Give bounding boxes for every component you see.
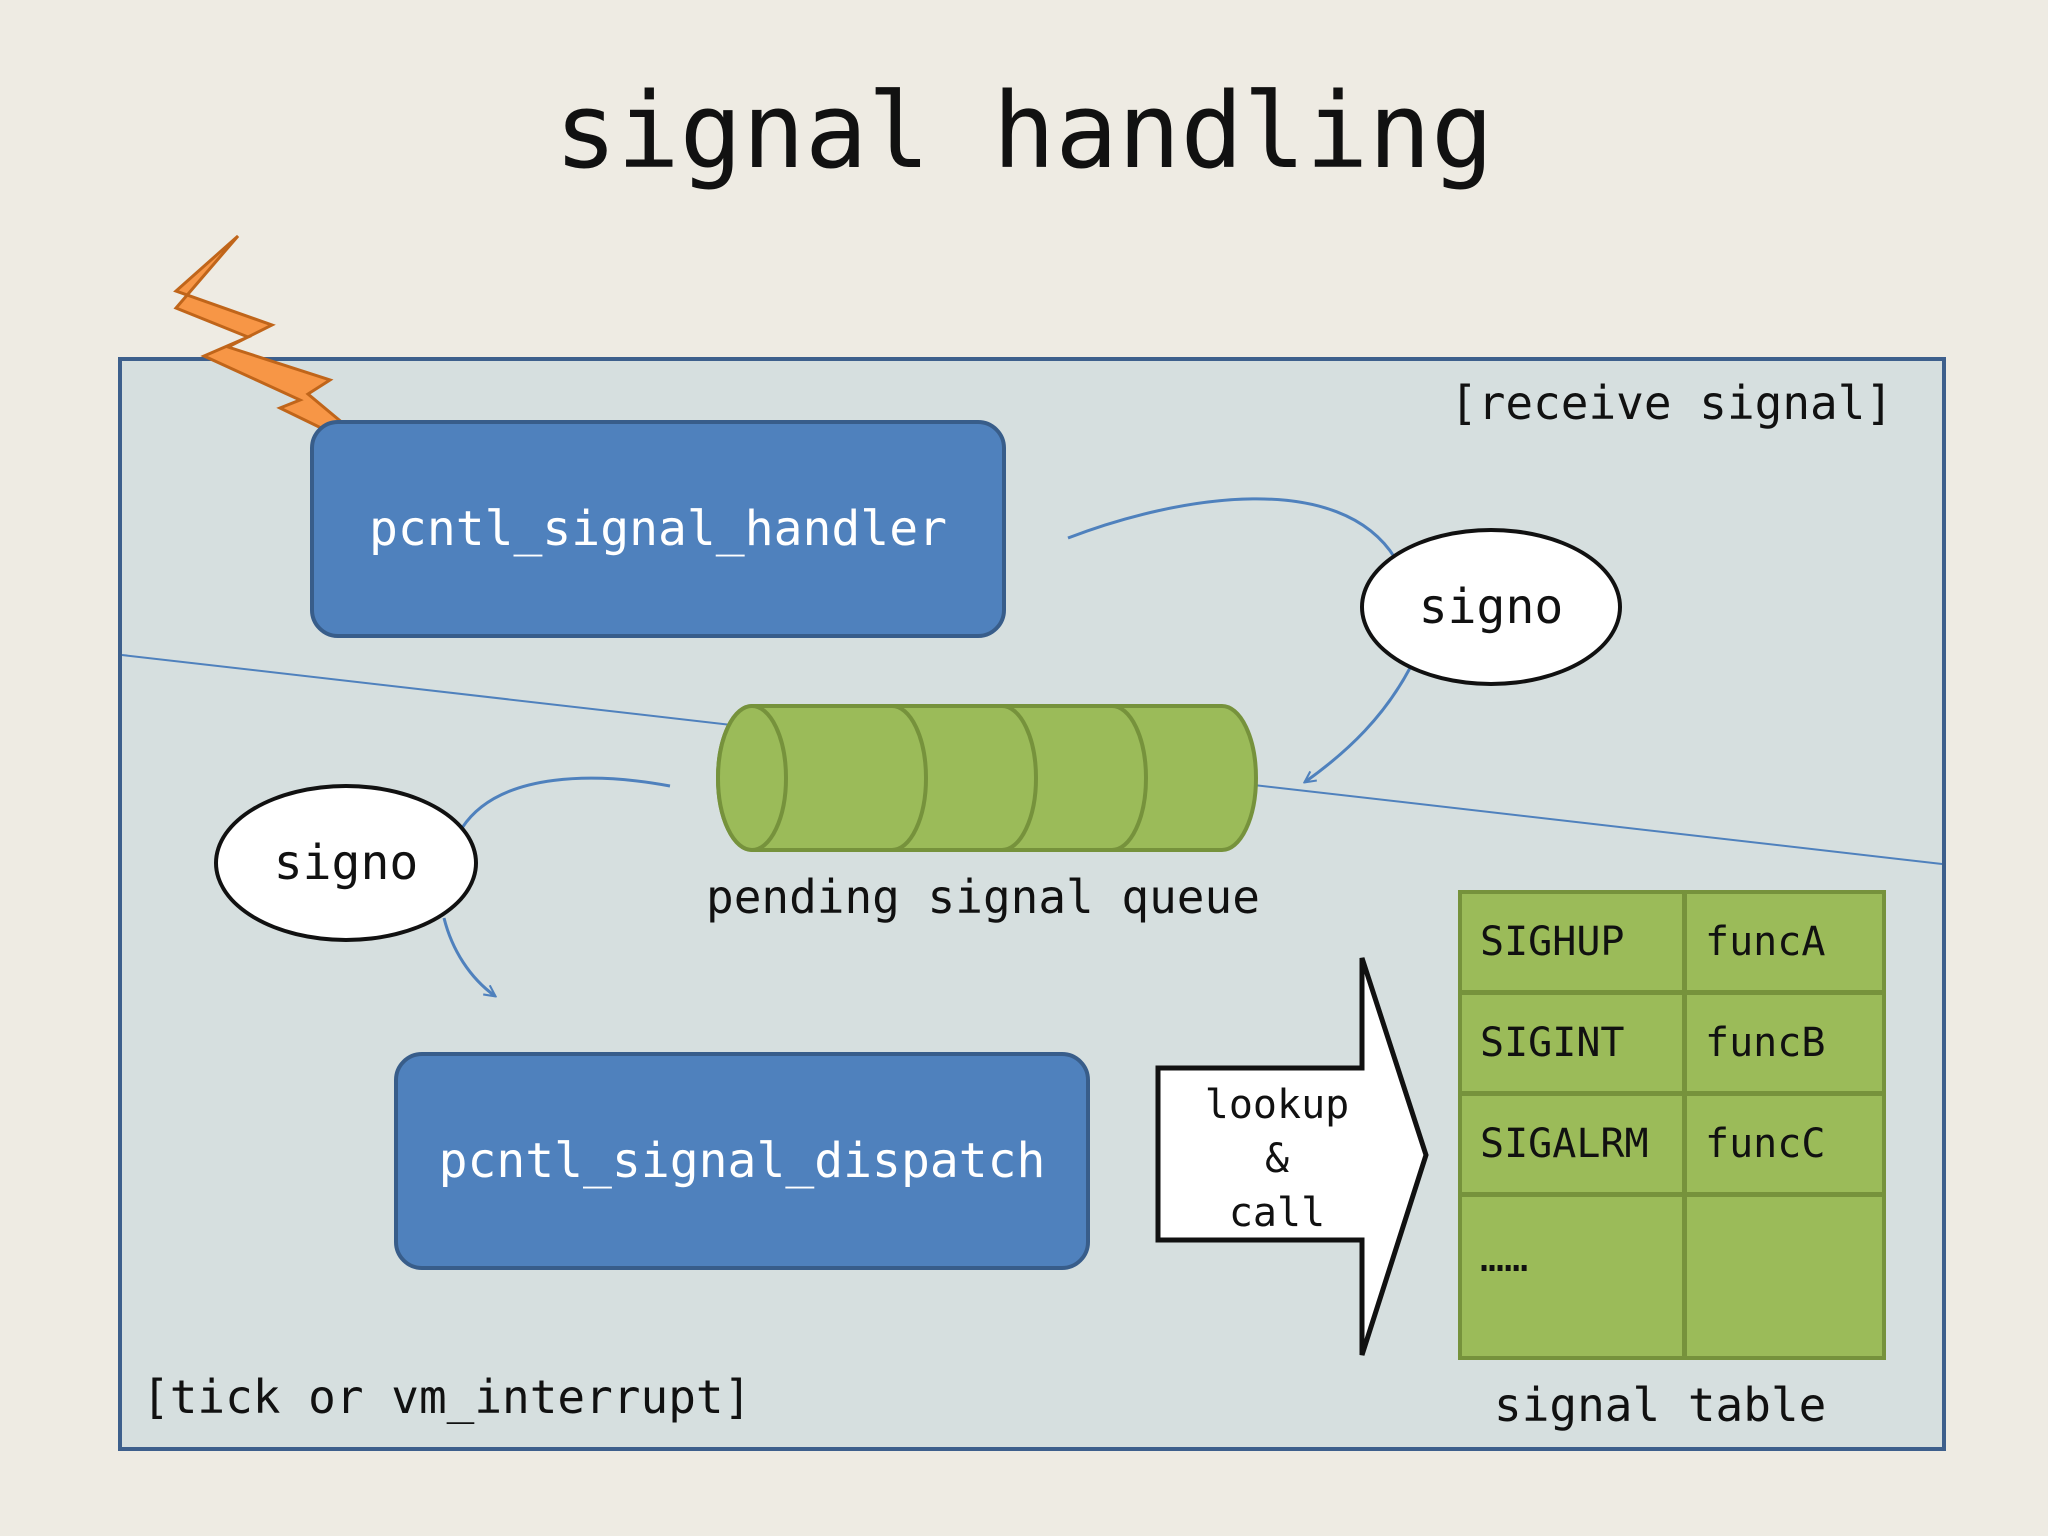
signal-name-cell: …… (1462, 1197, 1682, 1356)
region-label-receive: [receive signal] (1450, 376, 1894, 430)
signal-table: SIGHUP funcA SIGINT funcB SIGALRM funcC … (1458, 890, 1886, 1360)
handler-func-cell: funcA (1687, 894, 1882, 990)
queue-divider (716, 704, 788, 852)
signal-table-label: signal table (1494, 1378, 1827, 1432)
lookup-call-label: lookup & call (1162, 1078, 1392, 1240)
handler-func-cell (1687, 1197, 1882, 1356)
pcntl-signal-dispatch-box: pcntl_signal_dispatch (394, 1052, 1090, 1270)
handler-to-signo-curve (1067, 497, 1397, 559)
handler-func-cell: funcB (1687, 995, 1882, 1091)
lookup-line: call (1228, 1190, 1326, 1236)
signal-name-cell: SIGHUP (1462, 894, 1682, 990)
queue-divider (1001, 704, 1038, 852)
signal-name-cell: SIGALRM (1462, 1096, 1682, 1192)
queue-divider (891, 704, 928, 852)
region-label-tick: [tick or vm_interrupt] (142, 1370, 752, 1424)
signo-oval-left: signo (214, 784, 478, 942)
lookup-line: lookup (1204, 1082, 1350, 1128)
signal-name-cell: SIGINT (1462, 995, 1682, 1091)
signo-oval-top: signo (1360, 528, 1622, 686)
pending-signal-queue (716, 704, 1258, 852)
signo-to-dispatch-arrow (442, 917, 495, 996)
lookup-line: & (1264, 1136, 1290, 1182)
queue-divider (1111, 704, 1148, 852)
lookup-call-arrow (1155, 957, 1429, 1356)
signo-to-queue-arrow (1305, 667, 1412, 782)
queue-to-signo-curve (460, 776, 671, 829)
handler-func-cell: funcC (1687, 1096, 1882, 1192)
slide-title: signal handling (554, 70, 1494, 192)
pcntl-signal-handler-box: pcntl_signal_handler (310, 420, 1006, 638)
queue-label: pending signal queue (706, 870, 1260, 924)
